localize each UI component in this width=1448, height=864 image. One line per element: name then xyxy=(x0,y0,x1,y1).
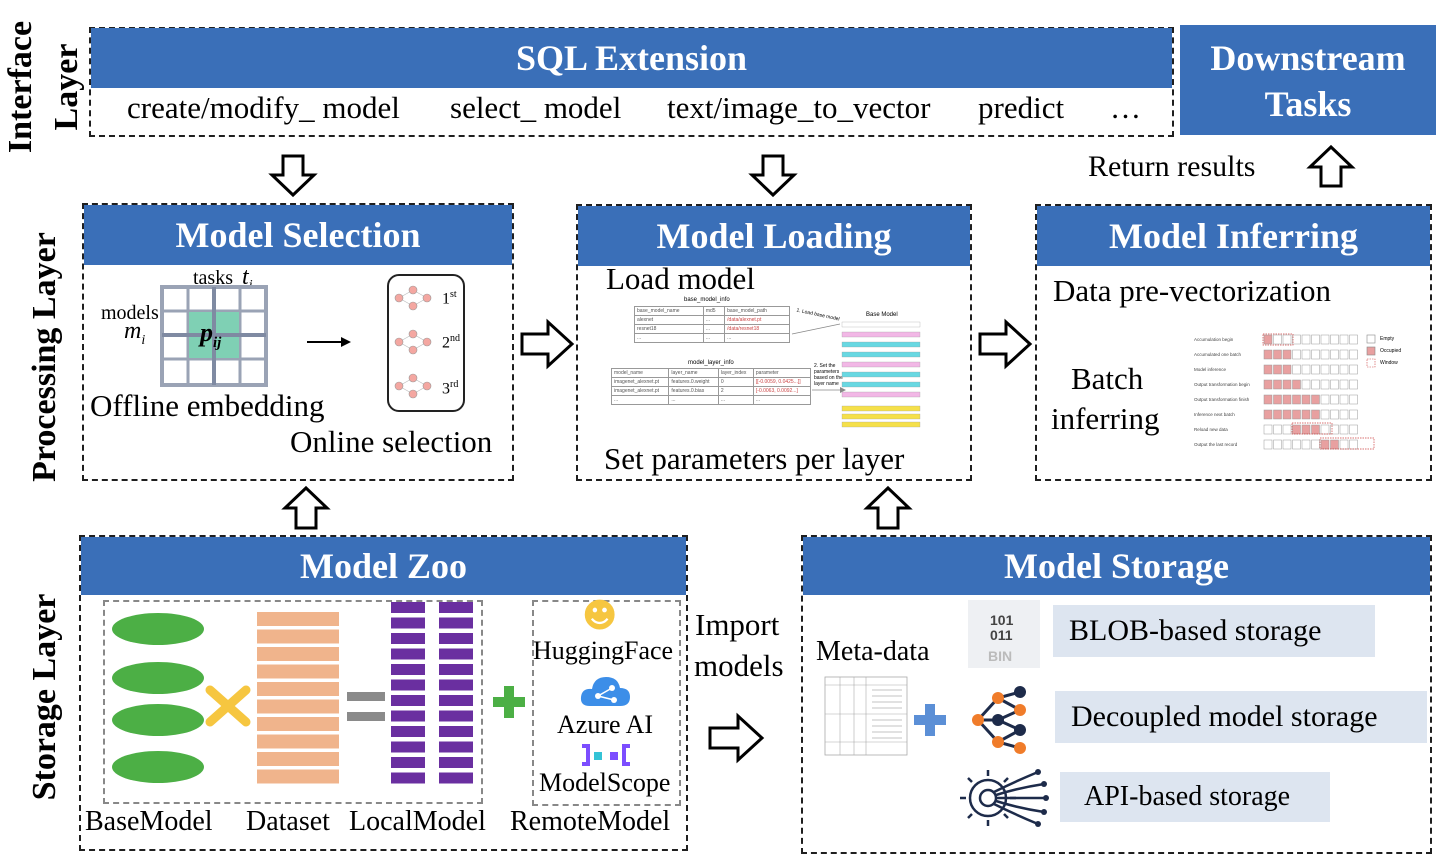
local-model-blocks xyxy=(391,602,473,784)
downstream-title-1: Downstream xyxy=(1210,38,1406,78)
return-results-label: Return results xyxy=(1088,150,1256,183)
api-storage-option: API-based storage xyxy=(1060,772,1330,822)
score-matrix xyxy=(160,285,268,387)
legend-occupied: Occupied xyxy=(1380,348,1402,354)
meta-data-label: Meta-data xyxy=(816,636,930,667)
plus-green-icon xyxy=(493,686,525,718)
arrow-sql-to-selection xyxy=(268,154,318,198)
selection-small-arrow xyxy=(307,337,351,347)
models-var: mi xyxy=(124,318,146,348)
azure-cloud-icon xyxy=(580,677,630,706)
bin-file-icon: 101 011 BIN xyxy=(968,600,1040,668)
models-label: models xyxy=(101,302,159,324)
localmodel-label: LocalModel xyxy=(349,806,486,837)
azure-ai-label: Azure AI xyxy=(557,710,654,739)
offline-embedding-label: Offline embedding xyxy=(90,388,325,423)
arrow-zoo-to-selection xyxy=(281,485,331,530)
storage-layer-label: Storage Layer xyxy=(26,593,63,801)
set-parameters-label: Set parameters per layer xyxy=(604,441,905,476)
online-selection-label: Online selection xyxy=(290,424,493,459)
remote-zoo-dashed-box xyxy=(532,600,681,806)
batch-window-grid xyxy=(1262,333,1375,450)
arrow-storage-to-loading xyxy=(863,485,913,530)
model-loading-header: Model Loading xyxy=(578,206,970,266)
model-selection-header: Model Selection xyxy=(84,205,512,265)
load-model-label: Load model xyxy=(606,261,755,296)
model-storage-panel xyxy=(801,535,1432,854)
data-prevectorization-label: Data pre-vectorization xyxy=(1053,273,1331,308)
basemodel-label: BaseModel xyxy=(85,806,213,837)
batch-row-labels: Accumulation begin Accumulated one batch… xyxy=(1194,337,1250,447)
base-model-title: Base Model xyxy=(866,312,898,318)
equals-icon xyxy=(347,692,385,721)
import-label-2: models xyxy=(694,648,784,683)
model-zoo-panel xyxy=(79,535,688,851)
batch-legend-icons xyxy=(1366,334,1376,368)
model-loading-title: Model Loading xyxy=(656,216,892,256)
local-zoo-dashed-box xyxy=(103,600,483,804)
rank-3: 3rd xyxy=(442,379,459,398)
step2-label: 2. Set the parameters based on the layer… xyxy=(814,363,843,387)
interface-layer-label: Interface Layer xyxy=(2,20,85,154)
ranked-models-box xyxy=(387,274,465,412)
batch-label: Batch xyxy=(1071,361,1144,396)
blob-storage-option: BLOB-based storage xyxy=(1053,605,1375,657)
modelscope-label: ModelScope xyxy=(539,768,671,797)
model-loading-panel xyxy=(576,204,972,481)
downstream-title-2: Tasks xyxy=(1264,84,1352,124)
arrow-selection-to-loading xyxy=(520,318,575,370)
model-selection-title: Model Selection xyxy=(175,215,421,255)
base-model-layer-stack xyxy=(841,321,921,428)
model-layer-info-title: model_layer_info xyxy=(688,360,734,366)
huggingface-label: HuggingFace xyxy=(533,636,674,665)
model-inferring-header: Model Inferring xyxy=(1037,206,1430,266)
loading-mini-arrows xyxy=(791,323,846,393)
model-storage-header: Model Storage xyxy=(803,537,1430,595)
plus-blue-icon xyxy=(914,704,946,736)
model-inferring-title: Model Inferring xyxy=(1109,216,1358,256)
model-storage-title: Model Storage xyxy=(1004,546,1229,586)
legend-window: Window xyxy=(1380,360,1398,366)
meta-data-table-icon xyxy=(824,676,908,756)
base-model-info-title: base_model_info xyxy=(684,297,730,303)
huggingface-icon: ☻ xyxy=(582,596,618,636)
legend-empty: Empty xyxy=(1380,336,1395,342)
sql-command-vector: text/image_to_vector xyxy=(667,90,931,125)
base-model-ellipses xyxy=(112,613,204,783)
model-inferring-panel xyxy=(1035,204,1432,481)
import-label-1: Import xyxy=(695,607,780,642)
sql-command-predict: predict xyxy=(978,90,1065,125)
arrow-loading-to-inferring xyxy=(978,318,1033,370)
rank-2: 2nd xyxy=(442,333,460,352)
arrow-return-to-downstream xyxy=(1306,144,1356,188)
sql-command-ellipsis: … xyxy=(1110,90,1141,125)
downstream-tasks-box: Downstream Tasks xyxy=(1180,25,1436,135)
sql-extension-title: SQL Extension xyxy=(515,38,748,78)
dataset-stack xyxy=(257,612,339,784)
arrow-import-to-storage xyxy=(708,712,765,764)
remotemodel-label: RemoteModel xyxy=(510,806,671,837)
model-selection-panel xyxy=(82,203,514,481)
sql-extension-header: SQL Extension xyxy=(91,28,1172,88)
decoupled-network-icon xyxy=(972,686,1026,754)
rank-1: 1st xyxy=(442,289,457,308)
sql-command-create-modify: create/modify_ model xyxy=(127,90,400,125)
sql-command-select: select_ model xyxy=(450,90,622,125)
arrow-sql-to-loading xyxy=(748,154,798,198)
decoupled-storage-option: Decoupled model storage xyxy=(1055,691,1427,743)
dataset-label: Dataset xyxy=(246,806,330,837)
multiply-icon xyxy=(205,685,251,727)
pij-label: pij xyxy=(200,318,222,352)
modelscope-icon xyxy=(582,744,630,766)
model-zoo-title: Model Zoo xyxy=(300,546,467,586)
ranked-networks-icon xyxy=(394,285,432,399)
processing-layer-label: Processing Layer xyxy=(26,232,63,482)
inferring-label: inferring xyxy=(1051,401,1160,436)
api-gear-icon xyxy=(960,769,1049,827)
model-zoo-header: Model Zoo xyxy=(81,537,686,595)
